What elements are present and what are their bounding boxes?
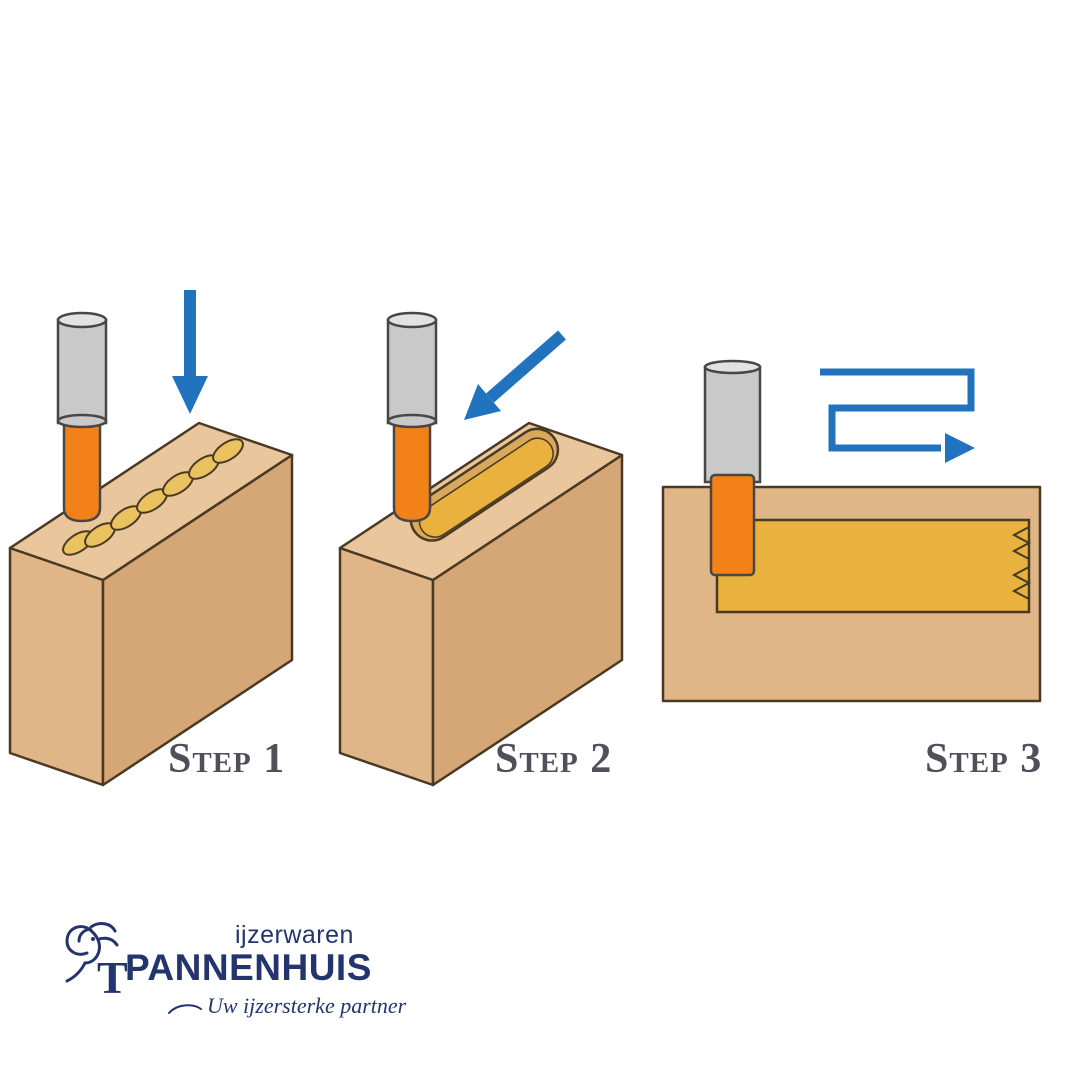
bit-cutter (709, 473, 756, 577)
milled-groove (715, 518, 1031, 614)
bit-shank-top (703, 359, 762, 375)
plunge-down-arrow-icon (172, 290, 208, 414)
cut-marks (1011, 526, 1032, 560)
router-bit (56, 311, 108, 523)
plunge-holes (62, 438, 244, 556)
goat-head-icon: T (65, 922, 128, 1003)
block-front-face (8, 546, 105, 787)
step3-label: Step 3 (925, 736, 1043, 782)
bit-shank (703, 365, 762, 484)
logo-tagline-text: Uw ijzersterke partner (207, 993, 407, 1018)
wood-block (8, 421, 294, 787)
bit-cutter (392, 416, 432, 523)
bit-shank (386, 318, 438, 425)
bit-cutter (62, 416, 102, 523)
step2-illustration (338, 311, 624, 787)
step3-illustration (661, 359, 1042, 703)
bit-shank-step (56, 413, 108, 429)
step1-illustration (8, 290, 294, 787)
step1-label: Step 1 (168, 736, 286, 782)
bit-shank-top (386, 311, 438, 329)
logo-category-text: ijzerwaren (235, 921, 354, 949)
diagonal-plunge-arrow-icon (464, 330, 566, 420)
logo-tagline: Uw ijzersterke partner (167, 993, 406, 1019)
bit-shank-top (56, 311, 108, 329)
logo-brand-name: PANNENHUIS (125, 947, 372, 988)
bit-shank-step (386, 413, 438, 429)
step2-label: Step 2 (495, 736, 613, 782)
bit-shank (56, 318, 108, 425)
cut-marks (1011, 566, 1032, 600)
router-bit (703, 359, 762, 577)
milled-slot (409, 427, 560, 542)
serpentine-feed-arrow-icon (820, 368, 975, 463)
brand-logo: T ijzerwaren PANNENHUIS Uw ijzersterke p… (55, 915, 415, 1030)
router-bit (386, 311, 438, 523)
block-front-face (338, 546, 435, 787)
logo-letter-t: T (97, 952, 128, 1003)
script-flourish-icon (168, 1004, 202, 1014)
